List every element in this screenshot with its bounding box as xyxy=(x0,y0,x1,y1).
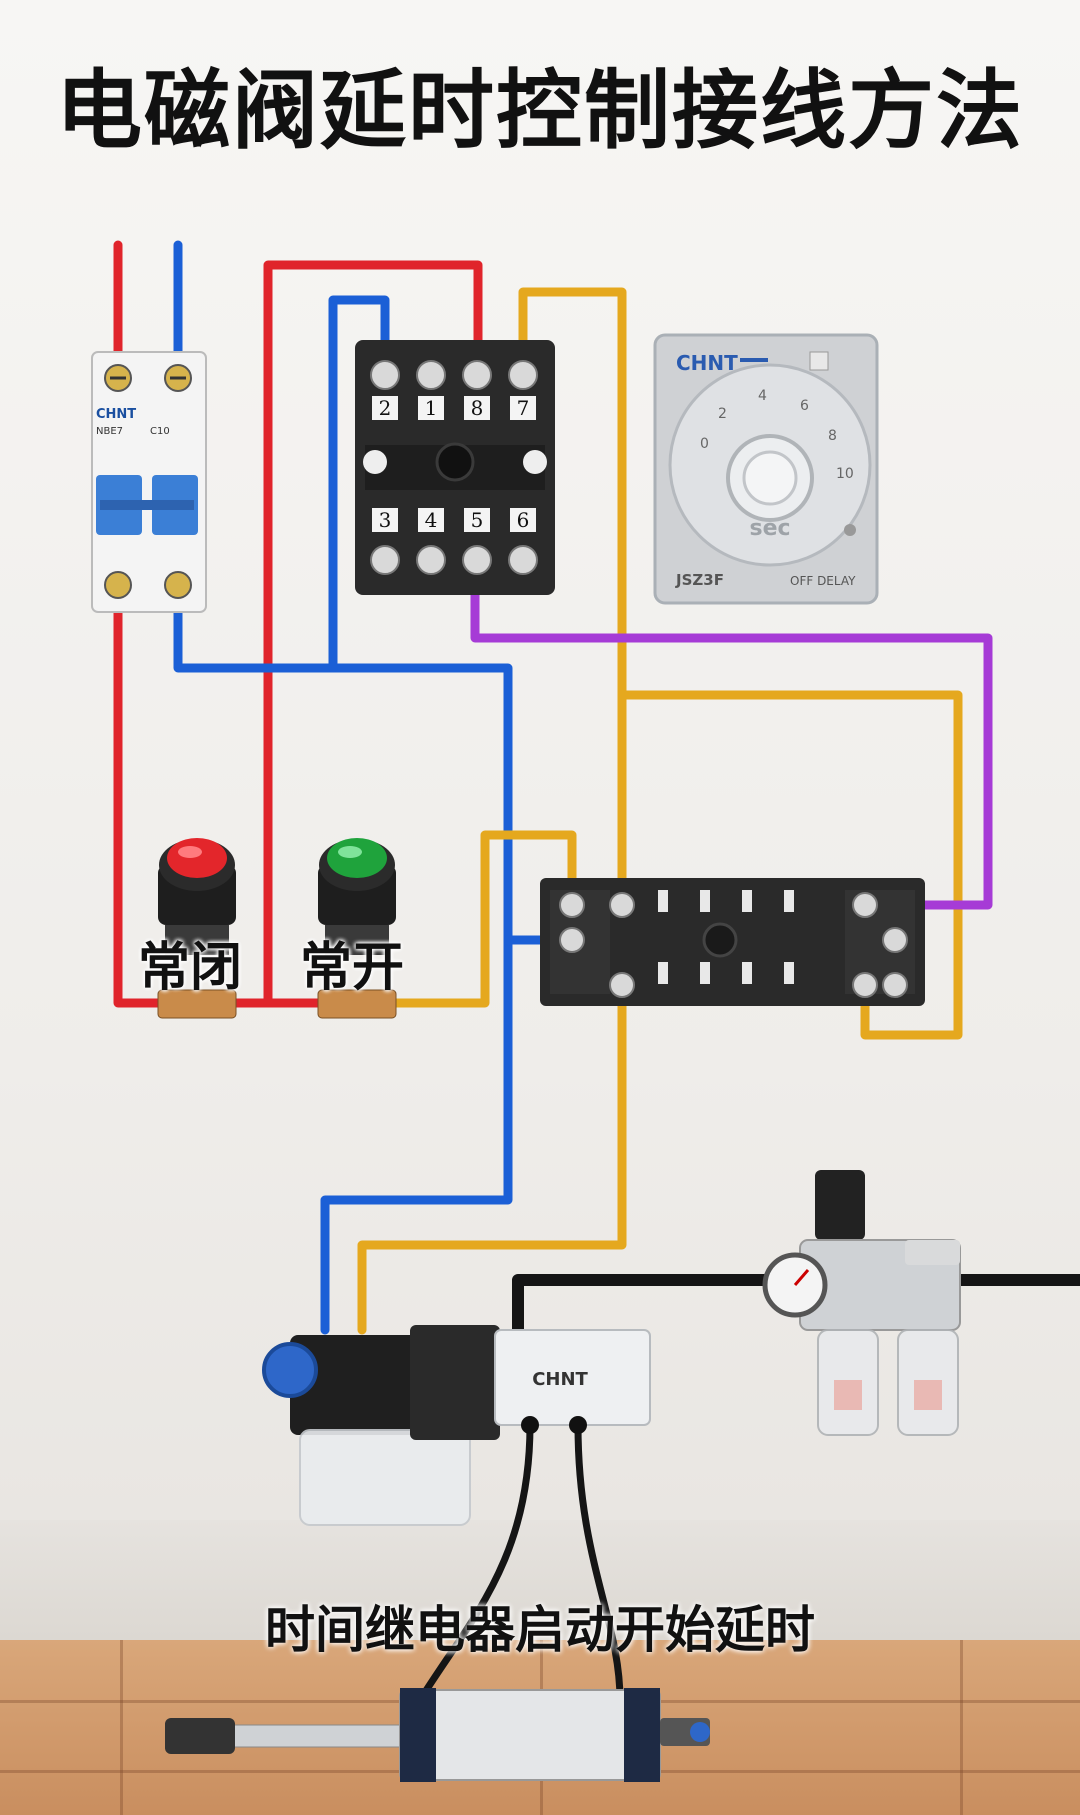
relay-socket-8pin: 2 1 8 7 3 4 5 6 xyxy=(355,340,555,595)
floor-seam xyxy=(120,1640,123,1815)
timer-mode: OFF DELAY xyxy=(790,574,856,588)
wire-blue-socket2 xyxy=(328,295,390,673)
socket-terminal-label: 6 xyxy=(517,508,530,532)
timer-dial-number: 0 xyxy=(700,436,709,452)
timer-dial-number: 10 xyxy=(836,466,854,482)
timer-dial-number: 4 xyxy=(758,388,767,404)
wire-blue-valve xyxy=(320,945,513,1335)
socket-terminal-label: 7 xyxy=(517,396,530,420)
nc-push-button xyxy=(157,838,237,1019)
wire-yellow-relay-loop xyxy=(617,690,963,1040)
valve-brand: CHNT xyxy=(532,1369,588,1390)
circuit-breaker: CHNT NBE7 C10 xyxy=(91,351,207,613)
timer-dial-number: 8 xyxy=(828,428,837,444)
caption: 时间继电器启动开始延时 xyxy=(265,1601,815,1659)
breaker-rating: C10 xyxy=(150,426,170,437)
breaker-brand: CHNT xyxy=(96,407,136,422)
timer-dial-number: 6 xyxy=(800,398,809,414)
wire-blue-breaker xyxy=(173,580,513,955)
breaker-model: NBE7 xyxy=(96,426,123,437)
nc-button-label: 常闭 xyxy=(138,938,243,998)
intermediate-relay-socket xyxy=(540,878,925,1006)
socket-terminal-label: 1 xyxy=(425,396,438,420)
air-hose-right xyxy=(574,1421,624,1704)
wire-yellow-no-relay xyxy=(380,830,577,1008)
socket-terminal-label: 2 xyxy=(379,396,392,420)
wire-yellow-valve xyxy=(357,980,627,1335)
page-title: 电磁阀延时控制接线方法 xyxy=(56,61,1024,161)
air-cylinder xyxy=(165,1688,710,1782)
timer-unit: sec xyxy=(749,516,790,541)
time-relay: CHNT 0 2 4 6 8 10 sec JSZ3F OFF DELAY xyxy=(653,333,879,605)
timer-model: JSZ3F xyxy=(675,571,724,589)
baseboard xyxy=(0,1520,1080,1640)
socket-bottom-screws xyxy=(370,545,538,575)
wire-yellow-socket7 xyxy=(518,287,627,910)
socket-terminal-label: 4 xyxy=(425,508,438,532)
socket-terminal-label: 3 xyxy=(379,508,392,532)
wire-purple-coil xyxy=(470,550,993,910)
floor-seam xyxy=(960,1640,963,1815)
air-hose-left xyxy=(416,1421,534,1704)
solenoid-valve: CHNT xyxy=(262,1325,651,1526)
socket-terminal-label: 8 xyxy=(471,396,484,420)
socket-terminal-label: 5 xyxy=(471,508,484,532)
air-filter-regulator xyxy=(762,1170,961,1436)
timer-brand: CHNT xyxy=(676,351,738,375)
wire-red-breaker-nc xyxy=(113,580,175,1008)
socket-top-screws xyxy=(370,360,538,390)
timer-dial-number: 2 xyxy=(718,406,727,422)
no-push-button xyxy=(317,838,397,1019)
no-button-label: 常开 xyxy=(300,938,405,998)
